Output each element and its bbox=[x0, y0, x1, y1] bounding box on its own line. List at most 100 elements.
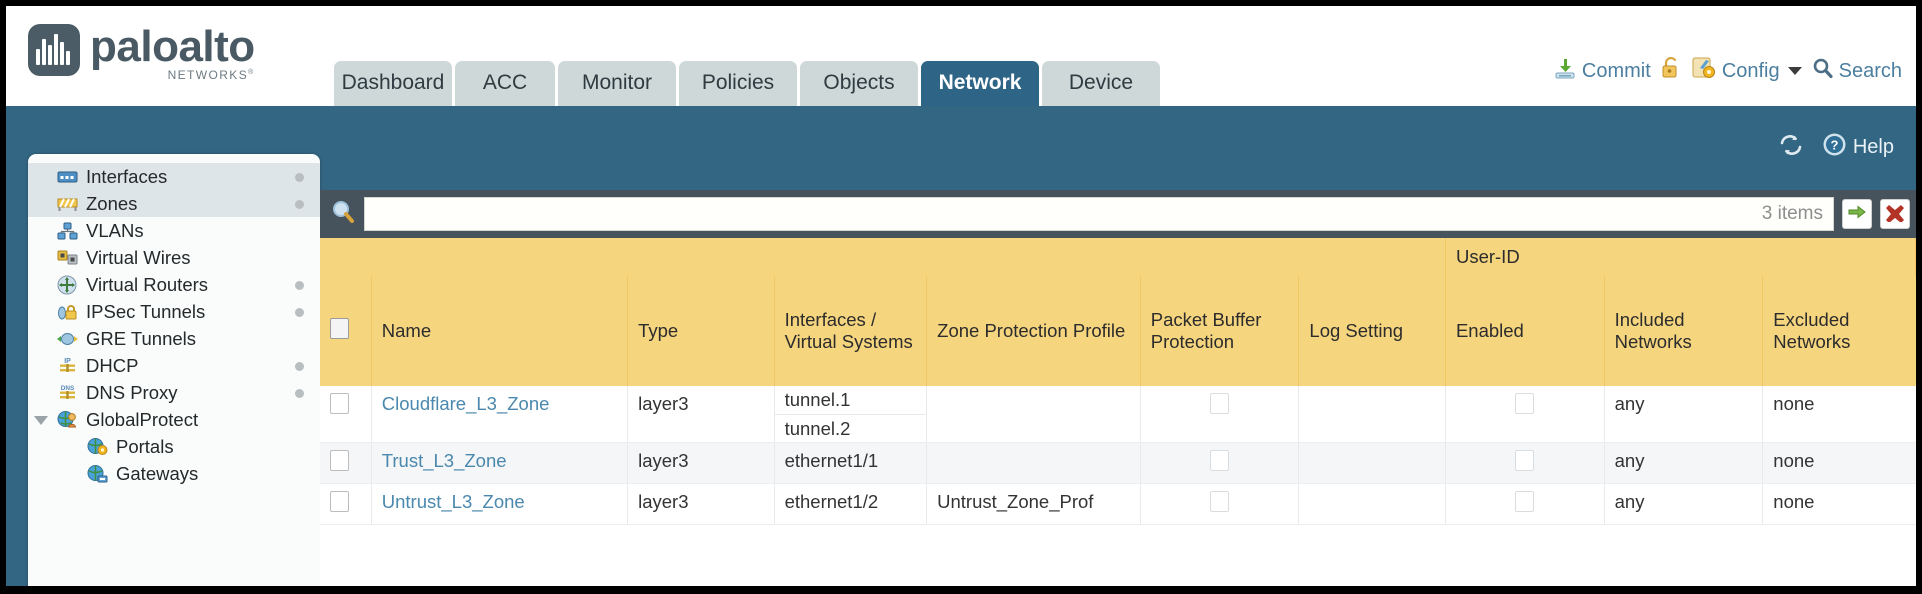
config-label: Config bbox=[1721, 59, 1780, 82]
packet-buffer-protection-checkbox[interactable] bbox=[1210, 491, 1230, 512]
tab-objects[interactable]: Objects bbox=[800, 61, 918, 106]
apply-filter-button[interactable] bbox=[1842, 199, 1872, 229]
tab-network[interactable]: Network bbox=[921, 61, 1039, 106]
table-row[interactable]: Cloudflare_L3_Zone layer3 tunnel.1 tunne… bbox=[320, 386, 1916, 443]
virtual-routers-icon bbox=[56, 275, 78, 294]
search-input[interactable]: 3 items bbox=[364, 197, 1834, 231]
row-checkbox[interactable] bbox=[330, 393, 349, 414]
commit-button[interactable]: Commit bbox=[1553, 56, 1651, 86]
cell-included-networks: any bbox=[1604, 442, 1764, 484]
brand-logo: paloalto NETWORKS® bbox=[28, 24, 255, 82]
utility-toolbar: ? Help bbox=[1778, 132, 1894, 163]
sidebar-item-label: GlobalProtect bbox=[86, 408, 199, 430]
packet-buffer-protection-checkbox[interactable] bbox=[1210, 450, 1230, 471]
tab-monitor[interactable]: Monitor bbox=[558, 61, 676, 106]
zone-name-link[interactable]: Cloudflare_L3_Zone bbox=[381, 393, 550, 414]
table-row[interactable]: Trust_L3_Zone layer3 ethernet1/1 any non… bbox=[320, 442, 1916, 484]
cell-excluded-networks: none bbox=[1762, 442, 1916, 484]
lock-icon[interactable] bbox=[1660, 56, 1682, 86]
sidebar-item-portals[interactable]: Portals bbox=[28, 433, 320, 460]
config-icon bbox=[1691, 56, 1717, 86]
cell-name: Untrust_L3_Zone bbox=[371, 483, 629, 525]
tab-acc[interactable]: ACC bbox=[455, 61, 555, 106]
search-button[interactable]: Search bbox=[1811, 57, 1902, 86]
zone-name-link[interactable]: Untrust_L3_Zone bbox=[381, 491, 525, 512]
cell-excluded-networks: none bbox=[1762, 386, 1916, 443]
sidebar-item-label: DHCP bbox=[86, 354, 139, 376]
sidebar-item-globalprotect[interactable]: GlobalProtect bbox=[28, 406, 320, 433]
zones-content-panel: 3 items bbox=[320, 190, 1916, 586]
item-count-label: 3 items bbox=[1761, 203, 1823, 224]
search-label: Search bbox=[1838, 59, 1902, 82]
sidebar-item-label: Virtual Routers bbox=[86, 273, 209, 295]
column-header-type[interactable]: Type bbox=[627, 276, 775, 386]
sidebar-item-gateways[interactable]: Gateways bbox=[28, 460, 320, 487]
column-header-included-networks[interactable]: Included Networks bbox=[1604, 276, 1764, 386]
table-row[interactable]: Untrust_L3_Zone layer3 ethernet1/2 Untru… bbox=[320, 483, 1916, 525]
column-header-zone-protection-profile[interactable]: Zone Protection Profile bbox=[926, 276, 1141, 386]
ipsec-tunnels-icon bbox=[56, 303, 78, 321]
userid-enabled-checkbox[interactable] bbox=[1515, 450, 1535, 471]
cell-type: layer3 bbox=[627, 483, 775, 525]
column-header-name[interactable]: Name bbox=[371, 276, 629, 386]
cell-log-setting bbox=[1298, 483, 1446, 525]
sidebar-item-dhcp[interactable]: IP DHCP bbox=[28, 352, 320, 379]
sidebar-item-vlans[interactable]: VLANs bbox=[28, 217, 320, 244]
group-header-spacer bbox=[320, 238, 1446, 276]
sidebar-item-dns-proxy[interactable]: DNS DNS Proxy bbox=[28, 379, 320, 406]
sidebar-item-label: IPSec Tunnels bbox=[86, 300, 206, 322]
row-checkbox[interactable] bbox=[330, 491, 349, 512]
clear-filter-x-icon bbox=[1885, 202, 1905, 227]
sidebar-item-virtual-wires[interactable]: Virtual Wires bbox=[28, 244, 320, 271]
zones-icon bbox=[56, 195, 78, 213]
cell-type: layer3 bbox=[627, 442, 775, 484]
tab-dashboard[interactable]: Dashboard bbox=[334, 61, 452, 106]
sidebar-item-zones[interactable]: Zones bbox=[28, 190, 320, 217]
vlans-icon bbox=[56, 222, 78, 240]
cell-zone-protection-profile bbox=[926, 386, 1141, 443]
search-icon bbox=[1811, 57, 1834, 86]
cell-interfaces: tunnel.1 tunnel.2 bbox=[774, 386, 928, 443]
cell-interfaces: ethernet1/2 bbox=[774, 483, 928, 525]
clear-filter-button[interactable] bbox=[1880, 199, 1910, 229]
select-all-header-cell bbox=[320, 276, 372, 386]
tab-device[interactable]: Device bbox=[1042, 61, 1160, 106]
interfaces-icon bbox=[56, 168, 78, 186]
column-header-excluded-networks[interactable]: Excluded Networks bbox=[1762, 276, 1916, 386]
select-all-checkbox[interactable] bbox=[330, 318, 349, 339]
cell-log-setting bbox=[1298, 386, 1446, 443]
column-header-packet-buffer-protection[interactable]: Packet Buffer Protection bbox=[1140, 276, 1300, 386]
help-button[interactable]: ? Help bbox=[1822, 132, 1894, 163]
sidebar-item-gre-tunnels[interactable]: GRE Tunnels bbox=[28, 325, 320, 352]
help-label: Help bbox=[1852, 136, 1894, 158]
magnifier-icon[interactable] bbox=[330, 199, 356, 230]
network-sidebar[interactable]: Interfaces Zones VLANs Virtual Wires bbox=[28, 154, 320, 586]
status-dot bbox=[295, 172, 304, 182]
commit-label: Commit bbox=[1581, 59, 1651, 82]
sidebar-item-label: DNS Proxy bbox=[86, 381, 178, 403]
cell-zone-protection-profile bbox=[926, 442, 1141, 484]
sidebar-item-label: GRE Tunnels bbox=[86, 327, 197, 349]
tab-policies[interactable]: Policies bbox=[679, 61, 797, 106]
cell-type: layer3 bbox=[627, 386, 775, 443]
row-checkbox[interactable] bbox=[330, 450, 349, 471]
cell-excluded-networks: none bbox=[1762, 483, 1916, 525]
row-select-cell bbox=[320, 386, 372, 443]
userid-enabled-checkbox[interactable] bbox=[1515, 491, 1535, 512]
interface-item: tunnel.1 bbox=[784, 389, 851, 410]
column-header-interfaces[interactable]: Interfaces / Virtual Systems bbox=[774, 276, 928, 386]
chevron-down-icon bbox=[1787, 67, 1802, 75]
svg-text:IP: IP bbox=[64, 358, 71, 365]
packet-buffer-protection-checkbox[interactable] bbox=[1210, 393, 1230, 414]
sidebar-item-interfaces[interactable]: Interfaces bbox=[28, 163, 320, 190]
config-menu[interactable]: Config bbox=[1691, 56, 1802, 86]
sidebar-item-virtual-routers[interactable]: Virtual Routers bbox=[28, 271, 320, 298]
chevron-down-icon[interactable] bbox=[34, 415, 48, 425]
refresh-button[interactable] bbox=[1778, 134, 1804, 162]
zones-table: User-ID Name Type Interfaces / Virtual S… bbox=[320, 238, 1916, 525]
column-header-log-setting[interactable]: Log Setting bbox=[1298, 276, 1446, 386]
column-header-enabled[interactable]: Enabled bbox=[1445, 276, 1605, 386]
zone-name-link[interactable]: Trust_L3_Zone bbox=[381, 450, 507, 471]
userid-enabled-checkbox[interactable] bbox=[1515, 393, 1535, 414]
sidebar-item-ipsec-tunnels[interactable]: IPSec Tunnels bbox=[28, 298, 320, 325]
